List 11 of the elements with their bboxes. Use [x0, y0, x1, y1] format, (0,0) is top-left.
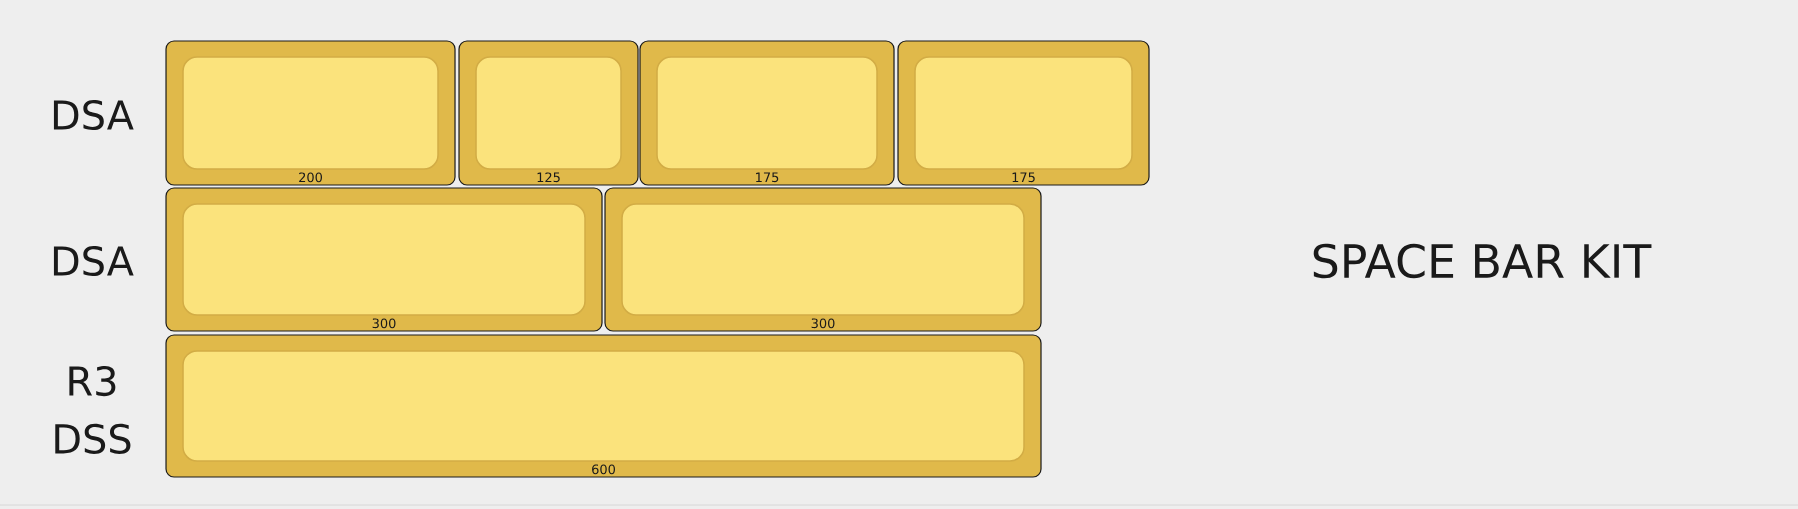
keycap: 300	[165, 187, 603, 332]
keycap: 600	[165, 334, 1042, 478]
keycap: 125	[458, 40, 639, 186]
row-label: R3 DSS	[55, 366, 131, 454]
keycap: 200	[165, 40, 456, 186]
title: SPACE BAR KIT	[1313, 243, 1652, 279]
row-label: DSA	[53, 99, 134, 131]
keycap: 175	[639, 40, 895, 186]
row-label: DSA	[53, 245, 134, 277]
keycap: 300	[604, 187, 1042, 332]
keycap: 175	[897, 40, 1150, 186]
